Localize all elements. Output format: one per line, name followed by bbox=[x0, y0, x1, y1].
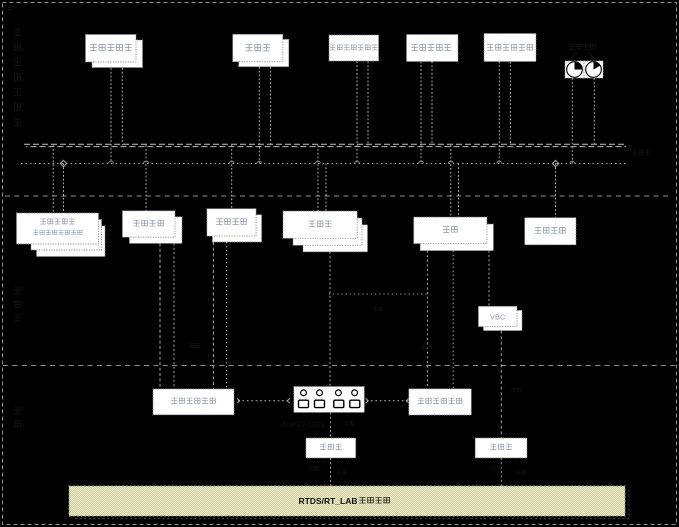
svg-text:ADPSS-GTDI: ADPSS-GTDI bbox=[282, 422, 325, 429]
svg-text:RTDS/RT_LAB: RTDS/RT_LAB bbox=[298, 496, 357, 506]
svg-text:VBC: VBC bbox=[490, 313, 506, 322]
